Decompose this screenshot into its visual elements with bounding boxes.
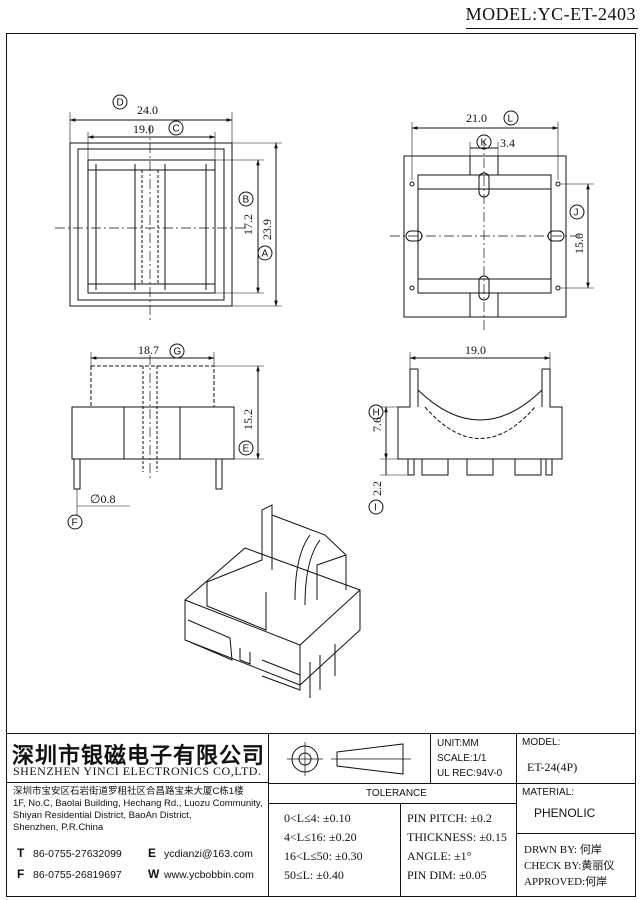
tb-divider (6, 782, 268, 783)
tag-a: A (262, 249, 269, 260)
tag-l: L (508, 114, 514, 125)
dim-height-inner: 17.2 (241, 214, 255, 235)
tb-divider (400, 803, 401, 897)
dim-tr-slot: 3.4 (500, 136, 515, 150)
tag-circle-d (112, 94, 128, 110)
tolerance-row: PIN DIM: ±0.05 (407, 868, 487, 882)
tolerance-row: ANGLE: ±1° (407, 849, 472, 863)
tag-b: B (243, 195, 250, 206)
tag-e: E (243, 444, 250, 455)
dim-width-outer: 24.0 (137, 103, 158, 117)
tag-g: G (174, 347, 182, 358)
tag-h: H (373, 408, 380, 419)
title-block (6, 733, 636, 897)
tolerance-row: 16<L≤50: ±0.30 (284, 849, 363, 863)
material-label: MATERIAL: (522, 787, 575, 798)
fax-number: 86-0755-26819697 (33, 869, 122, 881)
tb-divider (268, 803, 516, 804)
tag-c: C (173, 124, 180, 135)
projection-symbol-icon (287, 742, 411, 776)
model-label: MODEL: (522, 737, 561, 748)
phone-row: T 86-0755-27632099 (17, 846, 122, 860)
dim-fr-pin-len: 2.2 (370, 481, 384, 496)
approved-by: APPROVED:何岸 (524, 876, 608, 888)
tolerance-label: TOLERANCE (366, 788, 427, 799)
technical-drawing: 24.0 D 19.0 C 17.2 B 23.9 A (55, 94, 594, 698)
tag-i: I (374, 503, 377, 514)
isometric-view (184, 504, 361, 698)
dim-height-outer: 23.9 (260, 219, 274, 240)
tolerance-row: 4<L≤16: ±0.20 (284, 830, 357, 844)
front-right-view (380, 352, 563, 476)
address-line: Shenzhen, P.R.China (13, 822, 104, 833)
address-line: 1F, No.C, Baolai Building, Hechang Rd., … (13, 798, 263, 809)
web-label: W (148, 867, 160, 881)
tb-divider (516, 733, 517, 897)
tag-j: J (574, 208, 579, 219)
dim-fl-width: 18.7 (138, 343, 159, 357)
model-title: MODEL:YC-ET-2403 (465, 4, 636, 24)
outer-outline (69, 142, 233, 307)
tb-divider (430, 733, 431, 783)
ul-rec-label: UL REC:94V-0 (437, 768, 503, 779)
dim-width-inner: 19.0 (133, 122, 154, 136)
tb-divider (268, 733, 269, 897)
dim-fr-height: 7.6 (370, 417, 384, 432)
material-value: PHENOLIC (534, 806, 596, 820)
tolerance-row: THICKNESS: ±0.15 (407, 830, 507, 844)
email-label: E (148, 846, 157, 860)
phone-label: T (17, 846, 25, 860)
dim-tr-width: 21.0 (466, 111, 487, 125)
tag-circle-b (238, 191, 254, 207)
dim-fr-width: 19.0 (465, 343, 486, 357)
tag-circle-a (257, 245, 273, 261)
tb-divider (268, 783, 636, 784)
tag-circle-c (168, 120, 184, 136)
website: www.ycbobbin.com (164, 869, 254, 881)
tb-divider (516, 833, 636, 834)
top-left-view (55, 112, 282, 320)
dim-fl-pin: ∅0.8 (90, 492, 115, 506)
model-value: ET-24(4P) (527, 760, 578, 774)
tolerance-row: PIN PITCH: ±0.2 (407, 811, 492, 825)
front-left-view (71, 352, 264, 515)
tolerance-row: 0<L≤4: ±0.10 (284, 811, 351, 825)
drawn-by: DRWN BY: 何岸 (524, 844, 602, 856)
tag-k: K (481, 138, 488, 149)
fax-label: F (17, 867, 25, 881)
phone-number: 86-0755-27632099 (33, 848, 122, 860)
company-name-en: SHENZHEN YINCI ELECTRONICS CO,LTD. (13, 764, 262, 778)
drawing-frame (6, 33, 636, 897)
scale-label: SCALE:1/1 (437, 753, 487, 764)
tag-d: D (117, 98, 124, 109)
checked-by: CHECK BY:黄丽仪 (524, 860, 615, 872)
address-line: 深圳市宝安区石岩街道罗租社区合昌路宝来大厦C栋1楼 (13, 786, 244, 797)
address-line: Shiyan Residential District, BaoAn Distr… (13, 810, 192, 821)
top-right-view (390, 122, 594, 330)
email-address: ycdianzi@163.com (164, 848, 253, 860)
dim-tr-height: 15.0 (572, 233, 586, 254)
tolerance-row: 50≤L: ±0.40 (284, 868, 344, 882)
fax-row: F 86-0755-26819697 (17, 867, 122, 881)
title-underline (466, 28, 638, 29)
dim-fl-height: 15.2 (241, 409, 255, 430)
company-name-cn: 深圳市银磁电子有限公司 (12, 744, 266, 769)
tag-f: F (72, 518, 78, 529)
unit-label: UNIT:MM (437, 738, 479, 749)
